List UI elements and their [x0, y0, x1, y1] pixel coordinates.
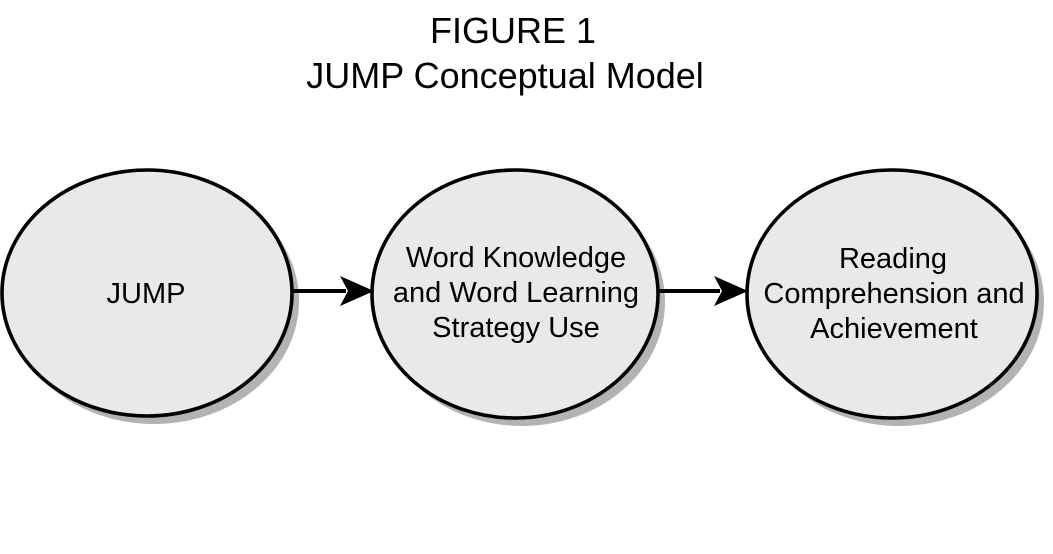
- node-word-knowledge-strategy-use: Word Knowledge and Word Learning Strateg…: [370, 168, 665, 426]
- node-jump-label: JUMP: [107, 278, 186, 310]
- arrow-word-knowledge-to-reading: [658, 276, 748, 306]
- figure-subtitle: JUMP Conceptual Model: [306, 55, 704, 96]
- node-reading-label-line1: Reading: [839, 243, 947, 275]
- node-reading-ellipse: [745, 168, 1039, 420]
- figure-title: FIGURE 1 JUMP Conceptual Model: [306, 10, 704, 96]
- figure-label: FIGURE 1: [430, 10, 596, 51]
- node-jump: JUMP: [0, 168, 299, 424]
- node-reading-label-line3: Achievement: [810, 313, 978, 345]
- node-word-knowledge-label-line1: Word Knowledge: [406, 242, 626, 274]
- node-word-knowledge-ellipse: [370, 168, 660, 420]
- arrowhead-icon: [340, 276, 374, 306]
- node-reading-comprehension-achievement: Reading Comprehension and Achievement: [745, 168, 1044, 426]
- arrowhead-icon: [714, 276, 748, 306]
- node-word-knowledge-label-line3: Strategy Use: [432, 312, 600, 344]
- arrow-jump-to-word-knowledge: [292, 276, 374, 306]
- node-word-knowledge-label-line2: and Word Learning: [393, 277, 639, 309]
- node-reading-label-line2: Comprehension and: [763, 278, 1024, 310]
